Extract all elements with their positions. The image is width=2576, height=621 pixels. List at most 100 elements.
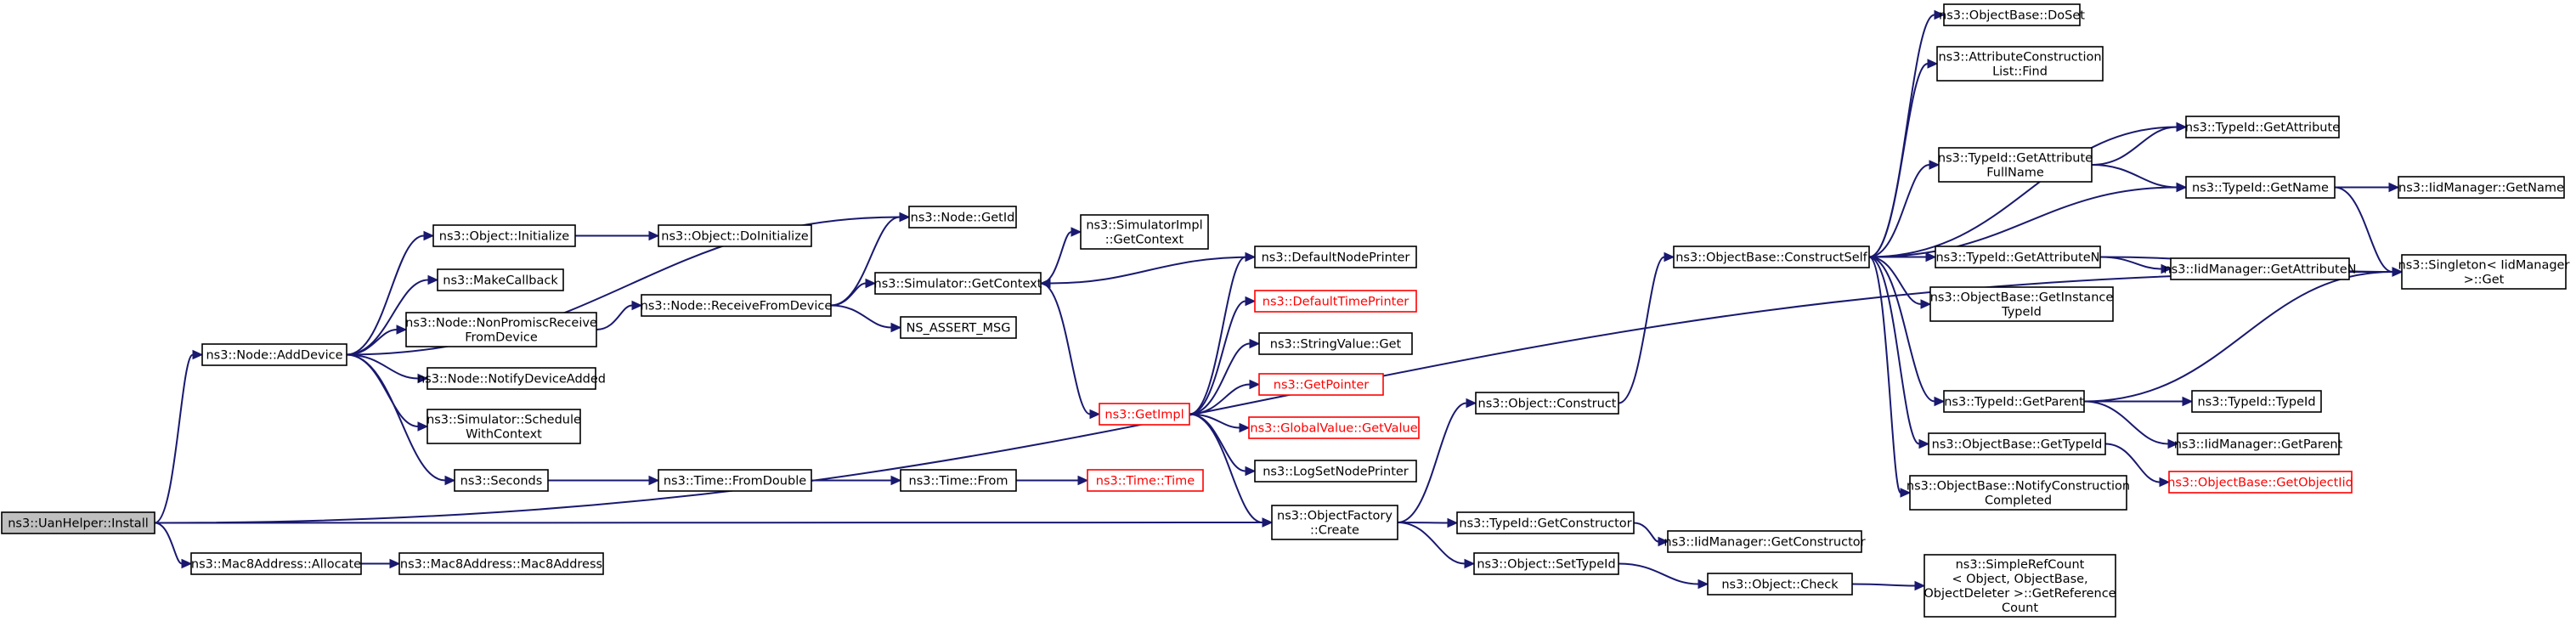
node-box-strvalget bbox=[1258, 332, 1413, 355]
arrowhead-install-to-mac8alloc bbox=[181, 558, 193, 569]
node-objcheck[interactable]: ns3::Object::Check bbox=[1707, 573, 1853, 596]
node-iidgetparent[interactable]: ns3::IidManager::GetParent bbox=[2174, 432, 2343, 455]
node-label-getparent: ns3::TypeId::GetParent bbox=[1944, 396, 2084, 409]
node-simplerefcount[interactable]: ns3::SimpleRefCount< Object, ObjectBase,… bbox=[1924, 554, 2116, 618]
node-getobjectiid[interactable]: ns3::ObjectBase::GetObjectIid bbox=[2167, 471, 2353, 494]
node-objdoinit[interactable]: ns3::Object::DoInitialize bbox=[658, 224, 812, 247]
node-objfactcreate[interactable]: ns3::ObjectFactory::Create bbox=[1271, 505, 1398, 540]
node-objconstruct[interactable]: ns3::Object::Construct bbox=[1475, 392, 1619, 415]
node-label-getobjectiid: ns3::ObjectBase::GetObjectIid bbox=[2167, 477, 2353, 490]
node-box-schedctx bbox=[427, 409, 581, 444]
node-adddevice[interactable]: ns3::Node::AddDevice bbox=[201, 343, 347, 366]
node-label-attrlistfind: ns3::AttributeConstruction bbox=[1938, 51, 2101, 65]
node-makecb[interactable]: ns3::MakeCallback bbox=[437, 268, 564, 291]
node-label-getattrfullname: FullName bbox=[1986, 167, 2044, 180]
arrowhead-getattrfullname-to-getattribute bbox=[2176, 121, 2188, 133]
node-label-simplerefcount: Count bbox=[2002, 601, 2038, 615]
node-box-getattrn bbox=[1935, 246, 2101, 268]
node-box-simplerefcount bbox=[1924, 554, 2116, 618]
node-obgettypeid[interactable]: ns3::ObjectBase::GetTypeId bbox=[1928, 432, 2106, 455]
arrowhead-recvfromdev-to-simgetctx bbox=[865, 278, 877, 289]
node-singletonget[interactable]: ns3::Singleton< IidManager>::Get bbox=[2398, 254, 2570, 290]
edge-simgetctx-to-simimplgetctx bbox=[1040, 231, 1072, 285]
arrowhead-objfactcreate-to-objconstruct bbox=[1466, 398, 1477, 409]
node-label-logsetnode: ns3::LogSetNodePrinter bbox=[1263, 466, 1409, 479]
node-mac8alloc[interactable]: ns3::Mac8Address::Allocate bbox=[190, 552, 362, 575]
node-box-nonpromisc bbox=[405, 312, 597, 347]
node-objsettypeid[interactable]: ns3::Object::SetTypeId bbox=[1473, 552, 1619, 575]
node-mac8ctor[interactable]: ns3::Mac8Address::Mac8Address bbox=[398, 552, 604, 575]
arrowhead-constructself-to-getattrfullname bbox=[1929, 160, 1940, 170]
edge-typeidgetctor-to-iidgetctor bbox=[1633, 522, 1659, 543]
node-typeidgetname[interactable]: ns3::TypeId::GetName bbox=[2185, 176, 2336, 199]
node-iidgetattrn[interactable]: ns3::IidManager::GetAttributeN bbox=[2163, 257, 2357, 280]
node-install[interactable]: ns3::UanHelper::Install bbox=[1, 511, 155, 534]
node-fromdouble[interactable]: ns3::Time::FromDouble bbox=[658, 469, 812, 492]
node-notifyconstr[interactable]: ns3::ObjectBase::NotifyConstructionCompl… bbox=[1907, 475, 2130, 511]
edge-nonpromisc-to-recvfromdev bbox=[596, 304, 633, 330]
node-label-mac8alloc: ns3::Mac8Address::Allocate bbox=[191, 558, 361, 572]
node-typeidtypeid[interactable]: ns3::TypeId::TypeId bbox=[2191, 390, 2322, 413]
node-box-fromdouble bbox=[658, 469, 812, 492]
node-simimplgetctx[interactable]: ns3::SimulatorImpl::GetContext bbox=[1080, 214, 1209, 250]
node-strvalget[interactable]: ns3::StringValue::Get bbox=[1258, 332, 1413, 355]
node-iidgetctor[interactable]: ns3::IidManager::GetConstructor bbox=[1664, 530, 1866, 553]
node-globalvalget[interactable]: ns3::GlobalValue::GetValue bbox=[1248, 416, 1420, 439]
node-logsetnode[interactable]: ns3::LogSetNodePrinter bbox=[1254, 460, 1417, 483]
node-box-iidgetname bbox=[2398, 176, 2565, 199]
node-seconds[interactable]: ns3::Seconds bbox=[454, 469, 549, 492]
node-getimpl[interactable]: ns3::GetImpl bbox=[1099, 403, 1190, 426]
node-defnodeprinter[interactable]: ns3::DefaultNodePrinter bbox=[1254, 246, 1417, 268]
node-nsassert[interactable]: NS_ASSERT_MSG bbox=[900, 316, 1017, 339]
arrowhead-getattrfullname-to-typeidgetname bbox=[2176, 182, 2188, 193]
node-getattrn[interactable]: ns3::TypeId::GetAttributeN bbox=[1935, 246, 2101, 268]
edge-getparent-to-iidgetparent bbox=[2083, 400, 2169, 445]
node-notifyadded[interactable]: ns3::Node::NotifyDeviceAdded bbox=[417, 367, 606, 390]
node-typeidgetctor[interactable]: ns3::TypeId::GetConstructor bbox=[1456, 511, 1635, 534]
node-nodegetid[interactable]: ns3::Node::GetId bbox=[908, 206, 1017, 229]
edge-install-to-adddevice bbox=[154, 353, 194, 524]
node-timetime[interactable]: ns3::Time::Time bbox=[1087, 469, 1204, 492]
arrowhead-getimpl-to-defnodeprinter bbox=[1245, 251, 1257, 263]
arrowhead-nonpromisc-to-recvfromdev bbox=[631, 300, 643, 311]
node-box-singletonget bbox=[2401, 254, 2567, 290]
node-box-typeidgetctor bbox=[1456, 511, 1635, 534]
edge-constructself-to-getattribute bbox=[1868, 126, 2178, 258]
node-getattribute[interactable]: ns3::TypeId::GetAttribute bbox=[2185, 116, 2340, 138]
arrowhead-obgettypeid-to-getobjectiid bbox=[2159, 477, 2171, 488]
arrowhead-adddevice-to-nonpromisc bbox=[396, 325, 408, 335]
node-timefrom[interactable]: ns3::Time::From bbox=[900, 469, 1017, 492]
node-deftimeprinter[interactable]: ns3::DefaultTimePrinter bbox=[1254, 290, 1417, 313]
edge-typeidgetname-to-singletonget bbox=[2334, 186, 2393, 273]
node-constructself[interactable]: ns3::ObjectBase::ConstructSelf bbox=[1673, 246, 1870, 268]
node-iidgetname[interactable]: ns3::IidManager::GetName bbox=[2398, 176, 2565, 199]
arrowhead-getparent-to-iidgetparent bbox=[2167, 438, 2179, 449]
edge-objcheck-to-simplerefcount bbox=[1851, 583, 1916, 587]
edge-getimpl-to-objfactcreate bbox=[1189, 413, 1263, 523]
node-doset[interactable]: ns3::ObjectBase::DoSet bbox=[1939, 3, 2085, 26]
edge-adddevice-to-notifyadded bbox=[346, 353, 419, 380]
node-label-notifyconstr: ns3::ObjectBase::NotifyConstruction bbox=[1907, 480, 2130, 494]
node-getpointer[interactable]: ns3::GetPointer bbox=[1258, 373, 1384, 396]
node-label-attrlistfind: List::Find bbox=[1992, 65, 2048, 79]
node-recvfromdev[interactable]: ns3::Node::ReceiveFromDevice bbox=[641, 294, 833, 317]
node-label-typeidgetname: ns3::TypeId::GetName bbox=[2192, 182, 2329, 195]
node-label-nonpromisc: ns3::Node::NonPromiscReceive bbox=[405, 317, 597, 330]
arrowhead-constructself-to-getinsttypeid bbox=[1920, 299, 1932, 309]
node-box-getinsttypeid bbox=[1929, 286, 2114, 322]
node-box-iidgetparent bbox=[2177, 432, 2340, 455]
edge-adddevice-to-nonpromisc bbox=[346, 329, 398, 356]
arrowhead-getimpl-to-getpointer bbox=[1249, 379, 1261, 390]
node-box-nsassert bbox=[900, 316, 1017, 339]
node-simgetctx[interactable]: ns3::Simulator::GetContext bbox=[874, 272, 1042, 295]
node-box-getobjectiid bbox=[2168, 471, 2353, 494]
edge-getattrn-to-iidgetattrn bbox=[2099, 256, 2162, 270]
node-getparent[interactable]: ns3::TypeId::GetParent bbox=[1943, 390, 2085, 413]
node-label-notifyadded: ns3::Node::NotifyDeviceAdded bbox=[417, 373, 606, 387]
node-objinit[interactable]: ns3::Object::Initialize bbox=[432, 224, 576, 247]
